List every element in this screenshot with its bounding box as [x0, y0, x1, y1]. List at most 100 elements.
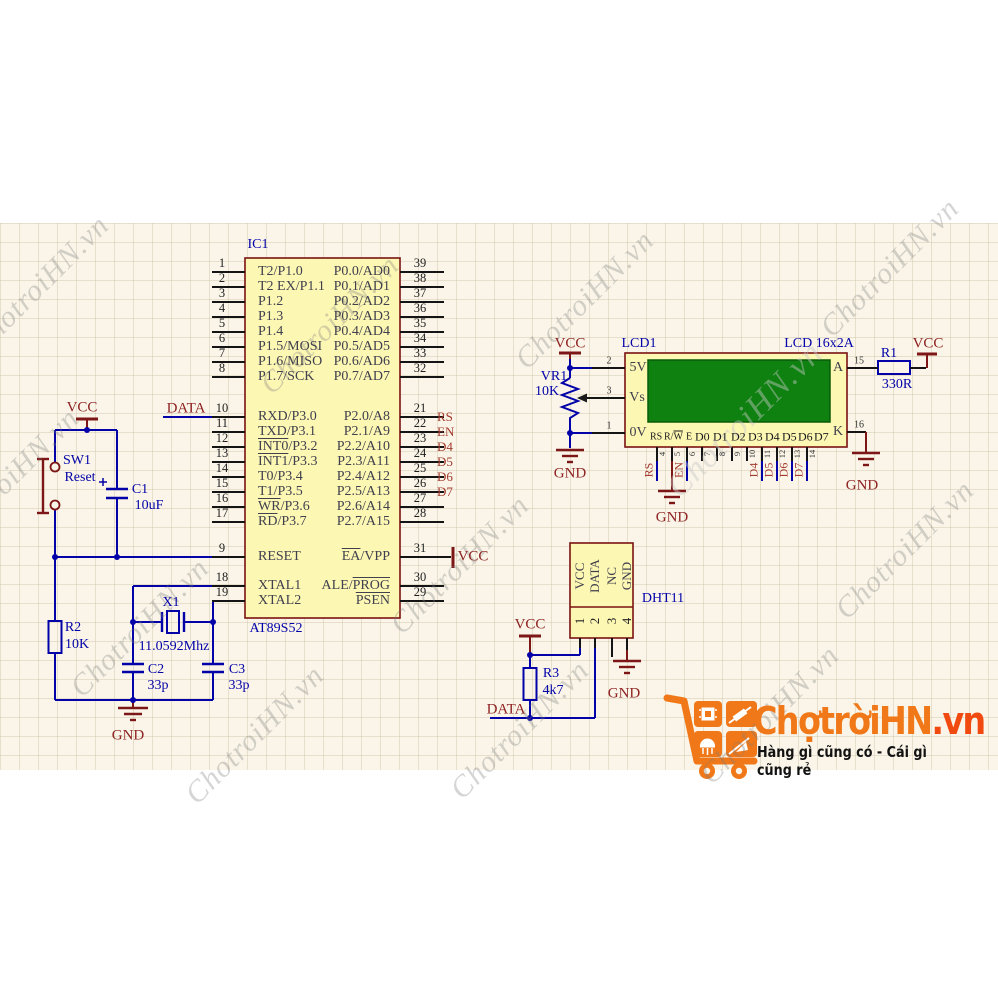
- ic-pin-number: 34: [413, 331, 427, 345]
- pin-name-text: T2/P1.0: [258, 264, 303, 279]
- resistor-r2: [47, 620, 63, 654]
- lcd-bottom-net-label: D7: [791, 462, 806, 478]
- ic-pin-number: 30: [413, 570, 427, 584]
- ic-pin-number: 13: [215, 446, 229, 460]
- ic-pin-name: RXD/P3.0: [258, 409, 317, 425]
- pin-name-text: D1: [713, 429, 728, 444]
- lcd-bottom-net-label: EN: [671, 462, 686, 478]
- lcd-bottom-pin-number: 5: [672, 451, 682, 457]
- lcd-header-label: D6: [798, 430, 813, 445]
- lcd-header-label: D7: [814, 430, 829, 445]
- lcd-bottom-pin-number: 11: [762, 449, 772, 459]
- lcd-header-label: D0: [695, 430, 710, 445]
- c3-value: 33p: [228, 678, 250, 693]
- lcd-designator: LCD1: [621, 336, 657, 351]
- led-icon: [700, 738, 715, 755]
- pin-name-text: P2.7/A15: [336, 514, 390, 529]
- ic-pin-number: 9: [218, 541, 226, 555]
- lcd-bottom-pin-number: 4: [657, 451, 667, 457]
- component-bodies: [244, 257, 848, 639]
- vcc-symbol-r1: [917, 352, 937, 368]
- wires: [54, 358, 596, 719]
- vr1-ref: VR1: [540, 369, 568, 384]
- pin-name-text: P2.1/A9: [343, 424, 390, 439]
- r2-value: 10K: [64, 637, 90, 652]
- r1-value: 330R: [881, 377, 913, 392]
- pin-name-text: T0/P3.4: [258, 469, 303, 484]
- power-symbols: [37, 351, 937, 722]
- pin-name-text: XTAL1: [258, 578, 302, 593]
- lcd-part-number: LCD 16x2A: [784, 336, 854, 351]
- lcd-bottom-pin-number: 14: [807, 449, 817, 459]
- pin-name-text: P1.6/MISO: [258, 354, 323, 369]
- dht-body: [569, 542, 634, 639]
- pin-name-text: XTAL2: [258, 593, 302, 608]
- lcd-pin-5v: 5V: [629, 360, 647, 375]
- ic-pin-number: 8: [218, 361, 226, 375]
- ic-pin-name: INT1/P3.3: [258, 454, 318, 470]
- pin-name-text: P2.5/A13: [336, 484, 390, 499]
- ic-pin-name: P1.6/MISO: [258, 354, 322, 370]
- pin-name-text: P2.0/A8: [343, 409, 390, 424]
- pin-stubs: [579, 367, 926, 657]
- switch-sw1-actuator: [37, 457, 49, 515]
- ic-pin-number: 5: [218, 316, 226, 330]
- gnd-label-lcd-rw: GND: [655, 509, 689, 526]
- ic-pin-number: 6: [218, 331, 226, 345]
- vr1-value: 10K: [534, 384, 560, 399]
- lcd-bottom-net-label: D6: [776, 462, 791, 478]
- vcc-label-pin31: VCC: [457, 548, 489, 565]
- logo-tagline: Hàng gì cũng có - Cái gì cũng rẻ: [757, 743, 927, 779]
- lcd-pin-number: 1: [606, 420, 612, 432]
- ic-pin-number: 19: [215, 585, 229, 599]
- ic-pin-name: P1.3: [258, 309, 283, 325]
- cap-c2: [122, 662, 144, 674]
- ic-pin-number: 29: [413, 585, 427, 599]
- pin-name-text: P1.4: [258, 324, 284, 339]
- net-label: EN: [437, 424, 455, 439]
- junction-dots: [52, 365, 573, 721]
- potentiometer-vr1: [559, 377, 581, 420]
- wiper-arrow-icon: [577, 393, 587, 403]
- gnd-label-lcd-k: GND: [845, 477, 879, 494]
- ic-pin-number: 18: [215, 570, 229, 584]
- r3-value: 4k7: [542, 683, 564, 698]
- pin-name-text: P2.2/A10: [336, 439, 390, 454]
- r1-ref: R1: [880, 346, 898, 361]
- gnd-label-xtal: GND: [111, 727, 145, 744]
- lcd-header-label: D4: [765, 430, 780, 445]
- schematic-sheet: [0, 223, 998, 770]
- ic-pin-number: 15: [215, 476, 229, 490]
- pin-name-text: P0.2/AD2: [333, 294, 390, 309]
- pin-name-text: RS: [650, 431, 663, 443]
- pin-name-text: P1.7/SCK: [258, 369, 315, 384]
- lcd-pin-number: 16: [854, 419, 864, 431]
- lcd-header-label: E: [686, 432, 692, 443]
- pin-name-text: P1.5/MOSI: [258, 339, 323, 354]
- pin-name-text: E: [686, 431, 693, 443]
- ic-pin-name: P1.2: [258, 294, 283, 310]
- ic-pin-name: P2.4/A12: [337, 469, 390, 485]
- c1-ref: C1: [131, 482, 149, 497]
- data-label-ic: DATA: [166, 400, 206, 417]
- lcd-bottom-net-label: D5: [761, 462, 776, 478]
- pin-name-text: TXD/P3.1: [258, 424, 316, 439]
- lcd-bottom-net-label: D4: [746, 462, 761, 478]
- lcd-bottom-net-label: RS: [641, 462, 656, 478]
- lcd-header-label: D1: [713, 430, 728, 445]
- ic-pin-name: T2 EX/P1.1: [258, 279, 325, 295]
- ic-pin-name: P2.6/A14: [337, 499, 390, 515]
- vcc-symbol-vr1: [559, 351, 581, 359]
- x1-ref: X1: [162, 595, 180, 610]
- pin-name-text: P2.3/A11: [337, 454, 390, 469]
- lcd-bottom-pin-number: 10: [747, 449, 757, 459]
- ic-pin-name: P0.3/AD3: [334, 309, 390, 325]
- gnd-symbol-vr1: [556, 448, 584, 464]
- diode-icon: [728, 737, 750, 755]
- ic-part-number: AT89S52: [249, 621, 303, 636]
- ic-pin-number: 28: [413, 506, 427, 520]
- pin-name-text: T2 EX/P1.1: [258, 279, 325, 294]
- vcc-label-dht: VCC: [514, 616, 546, 633]
